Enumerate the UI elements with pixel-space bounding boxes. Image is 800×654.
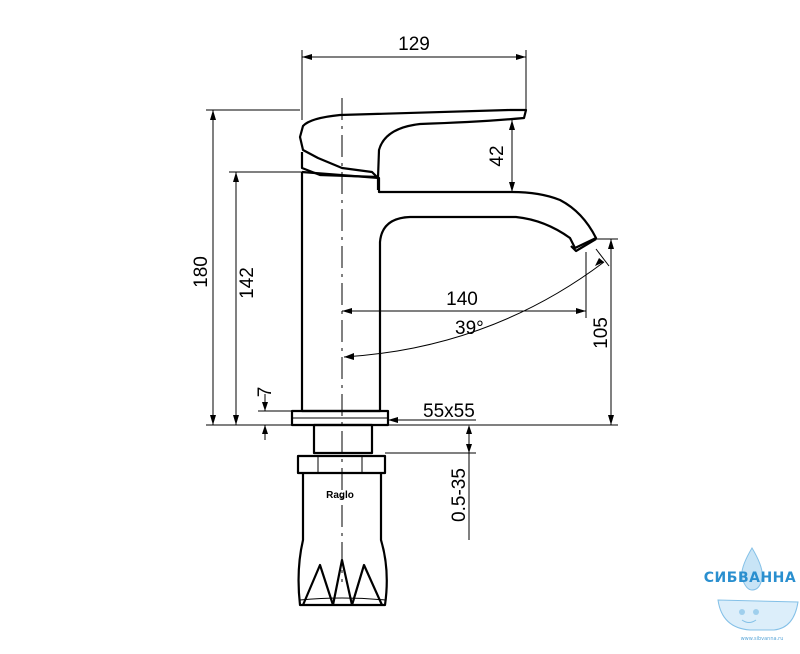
label-base-7: 7 <box>255 387 276 398</box>
faucet-outline <box>290 108 598 607</box>
logo-url: www.sibvanna.ru <box>741 636 784 642</box>
label-height-105: 105 <box>591 317 612 349</box>
dimension-deck-0.5-35 <box>385 425 476 540</box>
label-handle-42: 42 <box>487 145 508 166</box>
dimension-height-142 <box>229 171 302 425</box>
label-reach-140: 140 <box>446 289 478 310</box>
dimension-angle-39 <box>343 248 610 360</box>
label-deck-0.5-35: 0.5-35 <box>449 468 470 522</box>
dimension-height-105 <box>388 238 618 426</box>
dimension-reach-140 <box>342 252 587 318</box>
label-height-142: 142 <box>237 267 258 299</box>
dimension-base-55x55 <box>388 417 476 423</box>
label-width-129: 129 <box>398 34 430 55</box>
logo-name: СИБВАННА <box>704 570 796 586</box>
dimension-base-7 <box>258 394 292 440</box>
dimension-height-180 <box>206 109 300 426</box>
bathtub-icon <box>717 599 799 631</box>
brand-label: Raglo <box>326 490 354 501</box>
label-base-55x55: 55x55 <box>423 401 475 422</box>
dimension-width-129 <box>301 50 527 120</box>
sibvanna-logo <box>717 547 799 631</box>
water-drop-icon <box>741 547 763 591</box>
label-height-180: 180 <box>191 256 212 288</box>
label-angle-39: 39° <box>455 318 484 339</box>
dimension-handle-42 <box>509 120 515 192</box>
